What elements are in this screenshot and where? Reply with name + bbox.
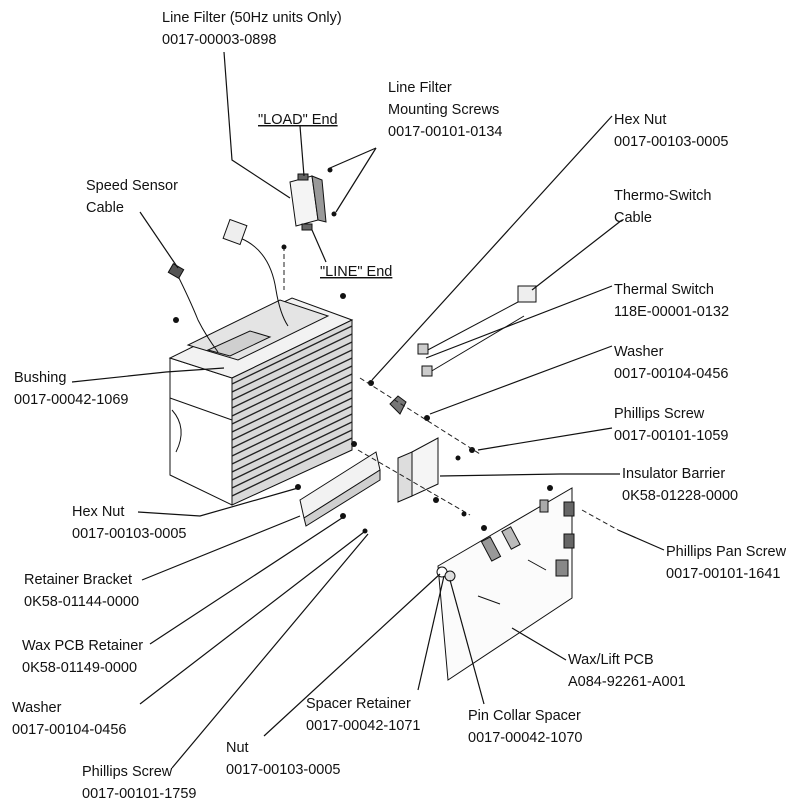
- wax-lift-pcb-part-number: A084-92261-A001: [568, 674, 686, 690]
- nut-part-number: 0017-00103-0005: [226, 762, 341, 778]
- callout-bushing: Bushing 0017-00042-1069: [14, 370, 129, 408]
- thermo-switch-cable-part: [417, 285, 537, 377]
- hex-nut-left-label: Hex Nut: [72, 504, 124, 520]
- callout-phillips-screw-right: Phillips Screw 0017-00101-1059: [614, 406, 729, 444]
- thermal-switch-part-number: 118E-00001-0132: [614, 304, 729, 320]
- motor-housing: [168, 297, 354, 506]
- loose-hardware: [173, 244, 368, 534]
- callout-speed-sensor-cable: Speed Sensor Cable: [86, 178, 178, 216]
- retainer-bracket-part-number: 0K58-01144-0000: [24, 594, 139, 610]
- hex-nut-top-part-number: 0017-00103-0005: [614, 134, 729, 150]
- callout-thermal-switch: Thermal Switch 118E-00001-0132: [614, 282, 729, 320]
- washer-right-label: Washer: [614, 344, 664, 360]
- bushing-label: Bushing: [14, 370, 66, 386]
- line-filter-label: Line Filter (50Hz units Only): [162, 10, 342, 26]
- speed-sensor-cable-label-1: Speed Sensor: [86, 178, 178, 194]
- hex-nut-left-part-number: 0017-00103-0005: [72, 526, 187, 542]
- load-end-label: "LOAD" End: [258, 112, 338, 128]
- callout-nut: Nut 0017-00103-0005: [226, 740, 341, 778]
- phillips-pan-screw-part-number: 0017-00101-1641: [666, 566, 781, 582]
- callout-line-filter: Line Filter (50Hz units Only) 0017-00003…: [162, 10, 342, 48]
- retainer-bracket-part: [295, 441, 471, 527]
- retainer-bracket-label: Retainer Bracket: [24, 572, 132, 588]
- wax-lift-pcb-label: Wax/Lift PCB: [568, 652, 654, 668]
- washer-left-label: Washer: [12, 700, 62, 716]
- hex-nut-top-label: Hex Nut: [614, 112, 666, 128]
- leader-lines: [71, 51, 665, 769]
- spacer-retainer-label: Spacer Retainer: [306, 696, 411, 712]
- callout-insulator-barrier: Insulator Barrier 0K58-01228-0000: [622, 466, 738, 504]
- pin-collar-spacer-part-number: 0017-00042-1070: [468, 730, 583, 746]
- speed-sensor-cable-part: [167, 262, 219, 353]
- insulator-barrier-part: [397, 437, 439, 503]
- callout-wax-pcb-retainer: Wax PCB Retainer 0K58-01149-0000: [22, 638, 143, 676]
- line-filter-screws-label-1: Line Filter: [388, 80, 452, 96]
- pin-collar-spacer-label: Pin Collar Spacer: [468, 708, 581, 724]
- wax-pcb-retainer-part-number: 0K58-01149-0000: [22, 660, 137, 676]
- phillips-pan-screw-label: Phillips Pan Screw: [666, 544, 786, 560]
- thermo-switch-cable-label-2: Cable: [614, 210, 652, 226]
- insulator-barrier-label: Insulator Barrier: [622, 466, 725, 482]
- phillips-screw-right-part-number: 0017-00101-1059: [614, 428, 729, 444]
- phillips-screw-bottom-part-number: 0017-00101-1759: [82, 786, 197, 802]
- wax-pcb-retainer-label: Wax PCB Retainer: [22, 638, 143, 654]
- callout-line-filter-screws: Line Filter Mounting Screws 0017-00101-0…: [388, 80, 503, 140]
- callout-load-end: "LOAD" End: [258, 112, 338, 128]
- line-filter-part-number: 0017-00003-0898: [162, 32, 277, 48]
- spacer-retainer-part-number: 0017-00042-1071: [306, 718, 421, 734]
- callout-spacer-retainer: Spacer Retainer 0017-00042-1071: [306, 696, 421, 734]
- callout-hex-nut-left: Hex Nut 0017-00103-0005: [72, 504, 187, 542]
- thermal-switch-label: Thermal Switch: [614, 282, 714, 298]
- insulator-barrier-part-number: 0K58-01228-0000: [622, 488, 738, 504]
- line-filter-screws-part-number: 0017-00101-0134: [388, 124, 503, 140]
- line-filter-screws-label-2: Mounting Screws: [388, 102, 499, 118]
- callout-wax-lift-pcb: Wax/Lift PCB A084-92261-A001: [568, 652, 686, 690]
- wax-lift-pcb-part: [436, 485, 619, 681]
- callout-washer-left: Washer 0017-00104-0456: [12, 700, 127, 738]
- callout-phillips-pan-screw: Phillips Pan Screw 0017-00101-1641: [666, 544, 786, 582]
- thermo-switch-cable-label-1: Thermo-Switch: [614, 188, 712, 204]
- washer-left-part-number: 0017-00104-0456: [12, 722, 127, 738]
- heat-sink-fins: [231, 325, 353, 497]
- phillips-screw-right-label: Phillips Screw: [614, 406, 705, 422]
- bushing-part-number: 0017-00042-1069: [14, 392, 129, 408]
- callout-line-end: "LINE" End: [320, 264, 392, 280]
- phillips-screw-bottom-label: Phillips Screw: [82, 764, 173, 780]
- callout-pin-collar-spacer: Pin Collar Spacer 0017-00042-1070: [468, 708, 583, 746]
- thermal-switch-part: [359, 377, 481, 461]
- callout-thermo-switch-cable: Thermo-Switch Cable: [614, 188, 712, 226]
- line-filter-part: [289, 167, 337, 231]
- top-connector-cable-part: [222, 218, 289, 327]
- speed-sensor-cable-label-2: Cable: [86, 200, 124, 216]
- callout-hex-nut-top: Hex Nut 0017-00103-0005: [614, 112, 729, 150]
- callout-washer-right: Washer 0017-00104-0456: [614, 344, 729, 382]
- callout-phillips-screw-bottom: Phillips Screw 0017-00101-1759: [82, 764, 197, 802]
- line-end-label: "LINE" End: [320, 264, 392, 280]
- nut-label: Nut: [226, 740, 249, 756]
- washer-right-part-number: 0017-00104-0456: [614, 366, 729, 382]
- callout-retainer-bracket: Retainer Bracket 0K58-01144-0000: [24, 572, 139, 610]
